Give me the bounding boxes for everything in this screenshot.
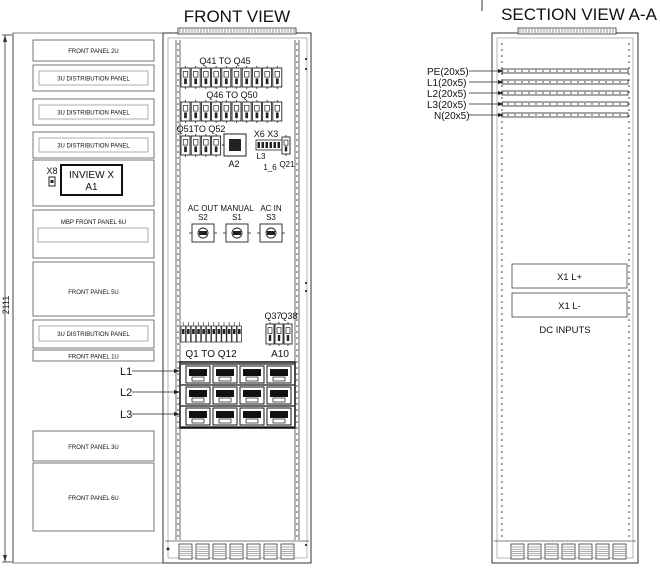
busbar-label-l3: L3(20x5): [427, 100, 466, 111]
label-q37: Q37: [264, 311, 281, 321]
label-q21: Q21: [279, 160, 295, 169]
breaker-row-q41-q45: [180, 66, 283, 89]
panel-label: 3U DISTRIBUTION PANEL: [57, 77, 130, 83]
dc-input-minus-label: X1 L-: [558, 301, 581, 312]
label-s3: S3: [266, 213, 276, 222]
label-a10: A10: [271, 349, 289, 360]
label-ac-out: AC OUT: [188, 204, 218, 213]
label-q1-q12: Q1 TO Q12: [185, 349, 237, 360]
mini-breaker-row-q1-q12: [180, 322, 242, 343]
section-view-title: SECTION VIEW A-A: [501, 5, 658, 24]
breaker-row-q46-q50: [180, 100, 283, 123]
busbar-label-n: N(20x5): [434, 111, 470, 122]
phase-label-l2: L2: [120, 387, 132, 399]
panel-label: FRONT PANEL 3U: [68, 445, 119, 451]
panel-front-3u: FRONT PANEL 3U: [32, 430, 155, 462]
panel-label: FRONT PANEL 1U: [68, 355, 119, 361]
panel-label: 3U DISTRIBUTION PANEL: [57, 332, 130, 338]
panel-label: 3U DISTRIBUTION PANEL: [57, 144, 130, 150]
inview-label: INVIEW X: [69, 170, 114, 181]
panel-label: FRONT PANEL 2U: [68, 49, 119, 55]
bottom-vent: [178, 543, 295, 560]
dc-inputs-caption: DC INPUTS: [539, 325, 590, 336]
rail-holes: [501, 43, 630, 537]
inview-module: INVIEW X A1 X8: [32, 159, 155, 207]
front-view-title: FRONT VIEW: [184, 7, 290, 26]
height-dimension-label: 2111: [1, 296, 11, 315]
busbar-label-l1: L1(20x5): [427, 78, 466, 89]
label-l3: L3: [257, 152, 266, 161]
label-q38: Q38: [280, 311, 297, 321]
panel-3u-distribution-2: 3U DISTRIBUTION PANEL: [32, 98, 155, 126]
panel-mbp-front-6u: MBP FRONT PANEL 6U: [32, 209, 155, 259]
panel-3u-distribution-4: 3U DISTRIBUTION PANEL: [32, 319, 155, 349]
panel-front-6u: FRONT PANEL 6U: [32, 462, 155, 532]
top-vent: [519, 29, 614, 33]
panel-front-1u: FRONT PANEL 1U: [32, 349, 155, 362]
panel-front-5u: FRONT PANEL 5U: [32, 261, 155, 317]
busbar-label-pe: PE(20x5): [427, 67, 469, 78]
rotary-switches: [189, 223, 285, 243]
label-q41-q45: Q41 TO Q45: [199, 56, 250, 66]
label-s2: S2: [198, 213, 208, 222]
dc-input-plus: X1 L+: [511, 263, 628, 289]
module-a2: [222, 133, 247, 157]
top-vent: [179, 29, 295, 33]
bottom-vent: [510, 543, 627, 560]
x8-label: X8: [46, 166, 57, 176]
phase-arrow-l2: L2: [120, 387, 180, 399]
panel-label: FRONT PANEL 6U: [68, 496, 119, 502]
label-ac-in: AC IN: [260, 204, 282, 213]
module-a10: [179, 361, 296, 429]
label-x6-x3: X6 X3: [254, 129, 279, 139]
label-q51-q52: Q51TO Q52: [177, 124, 226, 134]
label-a2: A2: [228, 159, 239, 169]
rail-holes: [177, 43, 298, 537]
label-s1: S1: [232, 213, 242, 222]
panel-label: MBP FRONT PANEL 6U: [61, 220, 126, 226]
busbar-label-l2: L2(20x5): [427, 89, 466, 100]
label-1-6: 1_6: [263, 163, 277, 172]
busbars: [469, 68, 629, 118]
phase-arrow-l1: L1: [120, 366, 180, 378]
height-dimension: 2111: [1, 34, 12, 563]
phase-label-l1: L1: [120, 366, 132, 378]
terminal-block-x6-x3: [255, 135, 291, 156]
panel-3u-distribution-1: 3U DISTRIBUTION PANEL: [32, 64, 155, 92]
label-q46-q50: Q46 TO Q50: [206, 90, 257, 100]
label-manual: MANUAL: [220, 204, 254, 213]
panel-label: FRONT PANEL 5U: [68, 290, 119, 296]
phase-label-l3: L3: [120, 409, 132, 421]
panel-front-panel-2u: FRONT PANEL 2U: [32, 39, 155, 62]
breakers-q37-q38: [265, 322, 293, 346]
panel-3u-distribution-3: 3U DISTRIBUTION PANEL: [32, 131, 155, 159]
dc-input-minus: X1 L-: [511, 292, 628, 318]
panel-label: 3U DISTRIBUTION PANEL: [57, 111, 130, 117]
breaker-row-q51-q52: [180, 134, 222, 157]
phase-arrow-l3: L3: [120, 409, 180, 421]
inview-a1-label: A1: [85, 182, 98, 193]
dc-input-plus-label: X1 L+: [557, 272, 583, 283]
